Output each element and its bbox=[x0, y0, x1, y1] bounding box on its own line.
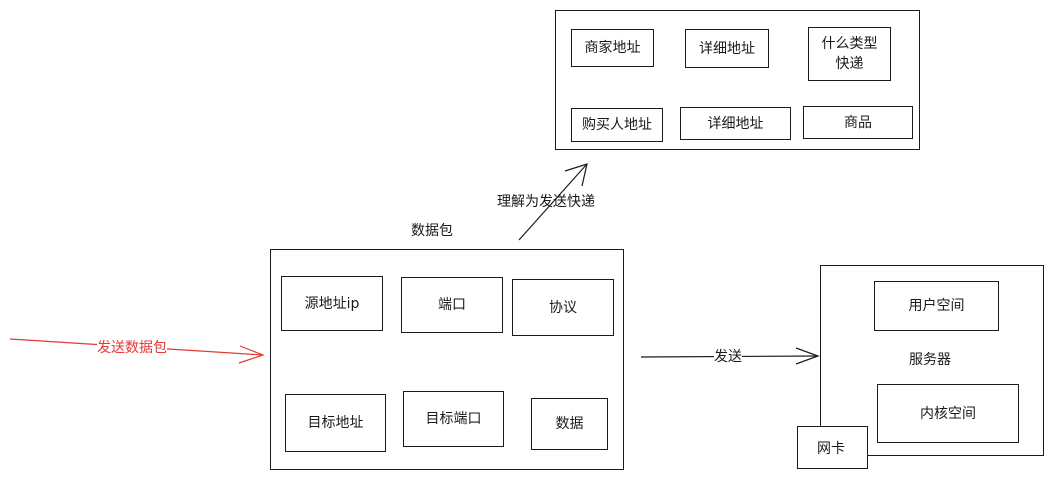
express-cell-buyer-address: 购买人地址 bbox=[571, 108, 663, 142]
server-user-space: 用户空间 bbox=[874, 281, 999, 331]
packet-cell-source-ip: 源地址ip bbox=[281, 276, 383, 331]
express-cell-goods: 商品 bbox=[803, 106, 913, 139]
server-kernel-space: 内核空间 bbox=[877, 384, 1019, 443]
send-packet-label: 发送数据包 bbox=[97, 339, 167, 357]
send-label: 发送 bbox=[714, 348, 742, 366]
packet-cell-protocol: 协议 bbox=[512, 279, 614, 336]
express-cell-express-type: 什么类型 快递 bbox=[808, 27, 891, 81]
packet-title: 数据包 bbox=[411, 223, 453, 239]
packet-cell-port: 端口 bbox=[401, 277, 503, 333]
express-cell-detail-address-top: 详细地址 bbox=[685, 29, 769, 68]
packet-cell-target-port: 目标端口 bbox=[403, 391, 504, 447]
packet-cell-data: 数据 bbox=[531, 398, 608, 450]
understand-label: 理解为发送快递 bbox=[497, 194, 595, 210]
packet-cell-target-address: 目标地址 bbox=[285, 394, 386, 452]
server-label: 服务器 bbox=[909, 352, 951, 368]
server-nic: 网卡 bbox=[797, 426, 868, 469]
express-cell-detail-address-bottom: 详细地址 bbox=[680, 107, 791, 140]
express-cell-merchant-address: 商家地址 bbox=[571, 29, 654, 67]
